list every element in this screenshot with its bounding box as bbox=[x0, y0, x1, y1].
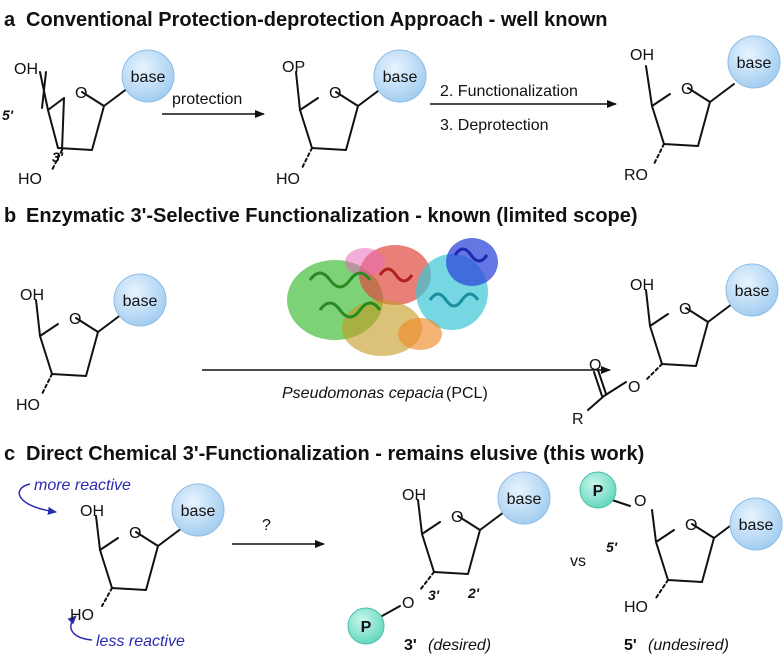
a-step1-label: protection bbox=[172, 91, 242, 108]
b1-bottom-group: HO bbox=[16, 397, 40, 414]
less-reactive-label: less reactive bbox=[96, 633, 185, 650]
section-b-label: b bbox=[4, 205, 16, 227]
a2-base-sphere bbox=[373, 49, 427, 103]
section-b-title: Enzymatic 3'-Selective Functionalization… bbox=[26, 205, 638, 227]
curved-arrow-icon bbox=[67, 615, 93, 641]
a1-base-sphere bbox=[121, 49, 175, 103]
b1-top-group: OH bbox=[20, 287, 44, 304]
a1-bottom-group: HO bbox=[18, 171, 42, 188]
molecule-a1: OH 5' O HO 3' base bbox=[2, 49, 175, 188]
c3-base-sphere bbox=[729, 497, 783, 551]
c3-ester-oxygen: O bbox=[634, 493, 646, 510]
molecule-c2: OH O O 3' 2' P base bbox=[347, 471, 551, 645]
molecule-b1: OH O HO base bbox=[16, 273, 167, 414]
b-enzyme-abbrev: (PCL) bbox=[446, 385, 488, 402]
section-c: c Direct Chemical 3'-Functionalization -… bbox=[4, 443, 783, 654]
c2-ester-oxygen: O bbox=[402, 595, 414, 612]
c2-base-label: base bbox=[507, 491, 542, 508]
b1-base-label: base bbox=[123, 293, 158, 310]
a3-bottom-group: RO bbox=[624, 167, 648, 184]
c3-p-sphere bbox=[579, 471, 617, 509]
c-vs-label: vs bbox=[570, 553, 586, 570]
molecule-c3: P O 5' O HO base bbox=[579, 471, 783, 616]
b2-base-label: base bbox=[735, 283, 770, 300]
b2-base-sphere bbox=[725, 263, 779, 317]
a1-pos3-label: 3' bbox=[52, 149, 64, 165]
c3-bottom-group: HO bbox=[624, 599, 648, 616]
c-question-mark: ? bbox=[262, 517, 271, 534]
c3-caption-text: (undesired) bbox=[648, 637, 729, 654]
a3-ring-oxygen: O bbox=[681, 81, 693, 98]
c2-top-group: OH bbox=[402, 487, 426, 504]
b1-base-sphere bbox=[113, 273, 167, 327]
b2-ester-oxygen: O bbox=[628, 379, 640, 396]
a1-ring-oxygen: O bbox=[75, 85, 87, 102]
a2-bottom-group: HO bbox=[276, 171, 300, 188]
c2-caption-text: (desired) bbox=[428, 637, 491, 654]
a2-top-group: OP bbox=[282, 59, 305, 76]
b-enzyme-species: Pseudomonas cepacia bbox=[282, 385, 444, 402]
molecule-a2: OP O HO base bbox=[276, 49, 427, 188]
a1-top-group: OH bbox=[14, 61, 38, 78]
a3-base-label: base bbox=[737, 55, 772, 72]
a2-ring-oxygen: O bbox=[329, 85, 341, 102]
c2-base-sphere bbox=[497, 471, 551, 525]
c1-bottom-group: HO bbox=[70, 607, 94, 624]
curved-arrow-icon bbox=[18, 483, 57, 515]
more-reactive-label: more reactive bbox=[34, 477, 131, 494]
b2-r-group: R bbox=[572, 411, 584, 428]
b2-carbonyl-oxygen: O bbox=[589, 357, 601, 374]
c1-base-label: base bbox=[181, 503, 216, 520]
c1-top-group: OH bbox=[80, 503, 104, 520]
section-a: a Conventional Protection-deprotection A… bbox=[2, 9, 781, 188]
c3-pos5-label: 5' bbox=[606, 539, 618, 555]
b2-top-group: OH bbox=[630, 277, 654, 294]
c3-ring-oxygen: O bbox=[685, 517, 697, 534]
a1-pos5-label: 5' bbox=[2, 107, 14, 123]
c2-ring-oxygen: O bbox=[451, 509, 463, 526]
section-a-label: a bbox=[4, 9, 16, 31]
section-a-title: Conventional Protection-deprotection App… bbox=[26, 9, 608, 31]
section-c-title: Direct Chemical 3'-Functionalization - r… bbox=[26, 443, 644, 465]
c3-base-label: base bbox=[739, 517, 774, 534]
protein-structure-icon bbox=[287, 238, 498, 356]
a2-base-label: base bbox=[383, 69, 418, 86]
c1-base-sphere bbox=[171, 483, 225, 537]
a-step3-label: 3. Deprotection bbox=[440, 117, 549, 134]
b1-ring-oxygen: O bbox=[69, 311, 81, 328]
section-b: b Enzymatic 3'-Selective Functionalizati… bbox=[4, 205, 779, 428]
c3-caption-number: 5' bbox=[624, 637, 637, 654]
c2-p-sphere bbox=[347, 607, 385, 645]
a3-top-group: OH bbox=[630, 47, 654, 64]
section-c-label: c bbox=[4, 443, 15, 465]
a1-base-label: base bbox=[131, 69, 166, 86]
molecule-a3: OH O RO base bbox=[624, 35, 781, 184]
a3-base-sphere bbox=[727, 35, 781, 89]
molecule-b2: OH O O O R base bbox=[572, 263, 779, 428]
c2-p-label: P bbox=[361, 619, 372, 636]
c3-p-label: P bbox=[593, 483, 604, 500]
c1-ring-oxygen: O bbox=[129, 525, 141, 542]
b2-ring-oxygen: O bbox=[679, 301, 691, 318]
c2-pos3-label: 3' bbox=[428, 587, 440, 603]
c2-caption-number: 3' bbox=[404, 637, 417, 654]
a-step2-label: 2. Functionalization bbox=[440, 83, 578, 100]
molecule-c1: OH O HO base bbox=[70, 483, 225, 624]
c2-pos2-label: 2' bbox=[467, 585, 480, 601]
